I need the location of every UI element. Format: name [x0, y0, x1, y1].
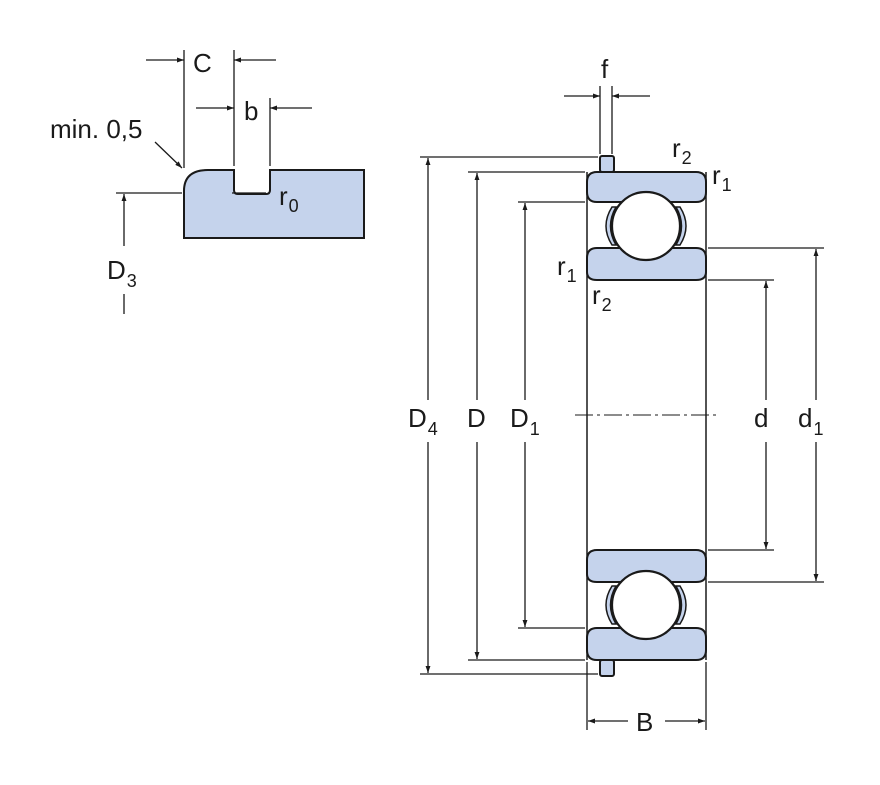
snap-ring-top: [599, 155, 615, 173]
ball-bottom: [610, 569, 682, 641]
min-leader: [154, 141, 183, 169]
r1-left-label: r1: [557, 251, 577, 286]
inner-ring-top: [586, 247, 707, 281]
cage-top-right: [674, 206, 687, 246]
r2-top-label: r2: [672, 133, 692, 168]
cage-bottom-right: [674, 585, 687, 625]
d-outer-label: D: [467, 403, 486, 433]
cage-top-left: [605, 206, 618, 246]
r0-label: r0: [279, 181, 299, 216]
ball-top: [610, 190, 682, 262]
groove-detail-section: [183, 169, 365, 239]
inner-ring-bottom: [586, 549, 707, 583]
d1-outer-label: D1: [510, 403, 540, 439]
d-bore-label: d: [754, 403, 768, 433]
d4-label: D4: [408, 403, 438, 439]
f-label: f: [601, 54, 609, 84]
r1-top-label: r1: [712, 160, 732, 195]
c-label: C: [193, 48, 212, 78]
b-label: b: [244, 96, 258, 126]
b-width-label: B: [636, 707, 653, 737]
snap-ring-bottom: [599, 659, 615, 677]
outer-ring-bottom: [586, 627, 707, 661]
groove-detail: C b min. 0,5 r0 D3: [50, 48, 365, 314]
r2-left-label: r2: [592, 280, 612, 315]
min-label: min. 0,5: [50, 114, 143, 144]
outer-ring-top: [586, 171, 707, 203]
d3-label: D3: [107, 255, 137, 291]
bearing-section: [575, 155, 718, 677]
bearing-dimensions: f r2 r1 r1 r2 D4 D D1 d d1: [408, 54, 824, 737]
d1-inner-label: d1: [798, 403, 823, 439]
cage-bottom-left: [605, 585, 618, 625]
